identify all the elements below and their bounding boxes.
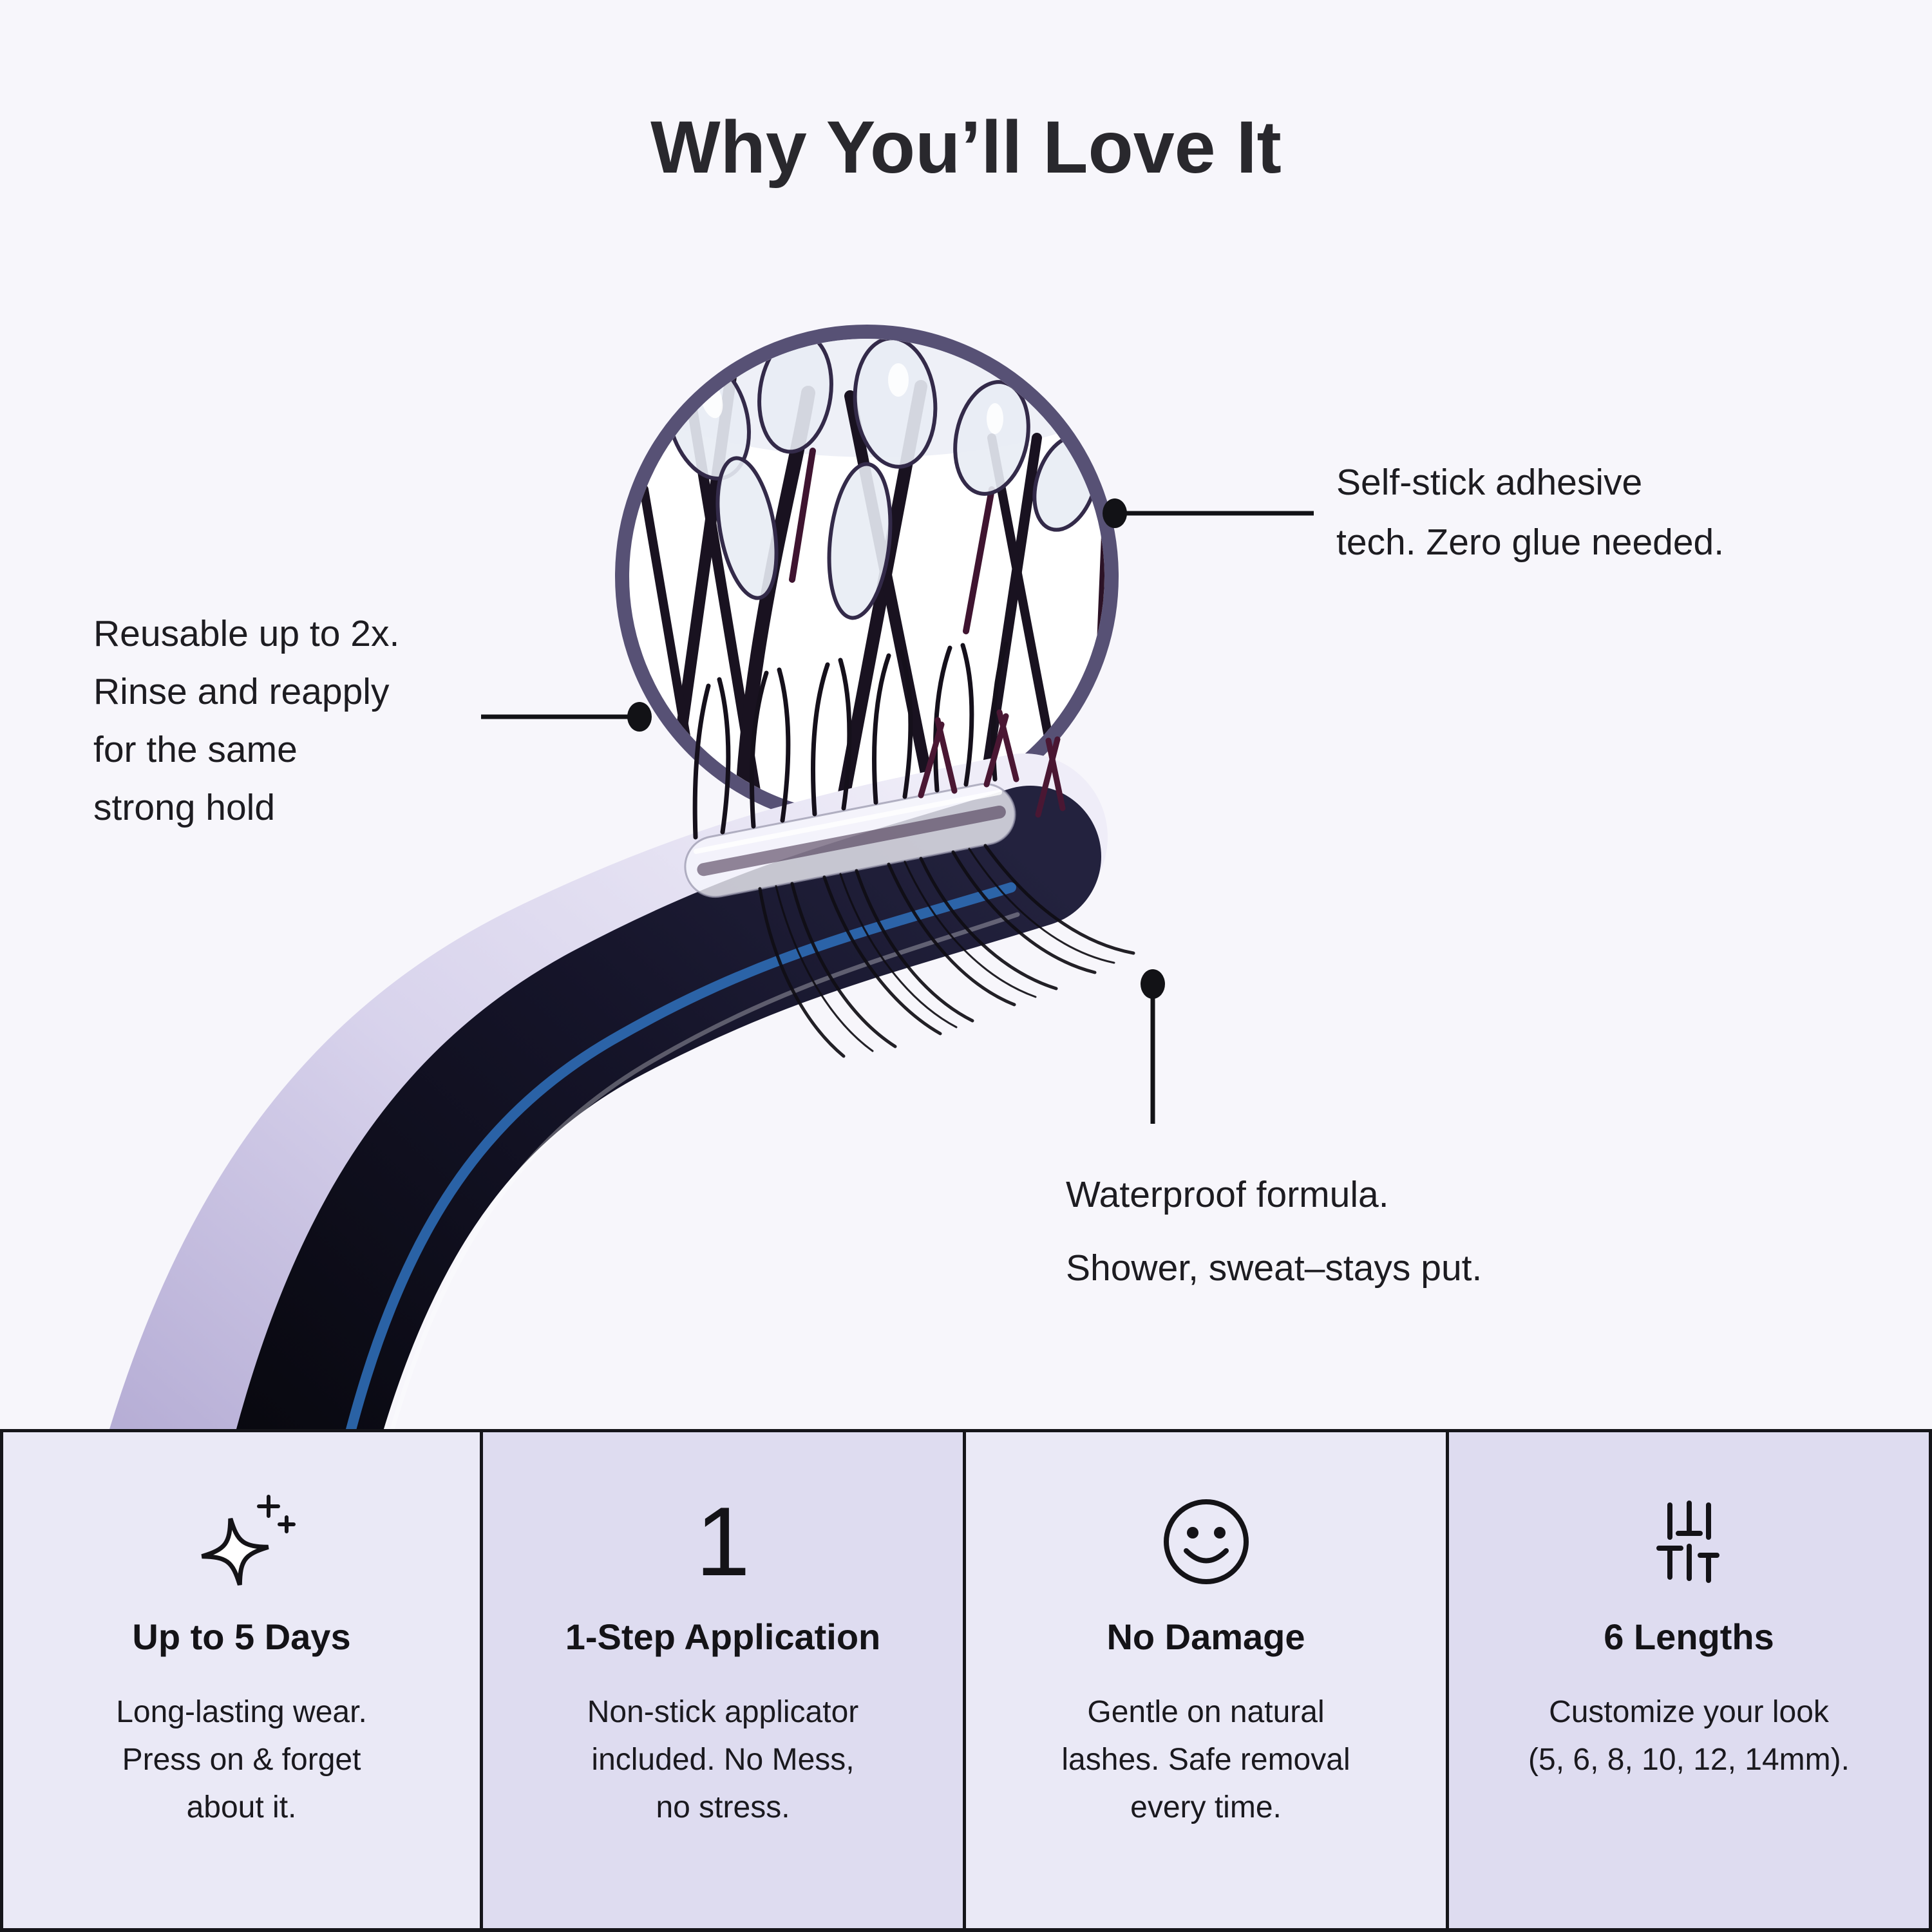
feature-body-line: Customize your look: [1549, 1695, 1829, 1729]
feature-body-line: included. No Mess,: [591, 1743, 855, 1777]
page-title: Why You’ll Love It: [650, 106, 1282, 189]
feature-body: Long-lasting wear. Press on & forget abo…: [116, 1689, 367, 1832]
tweezers: [77, 753, 1108, 1642]
lash-cluster-lower: [758, 844, 1135, 1058]
feature-cell-no-damage: No Damage Gentle on natural lashes. Safe…: [966, 1432, 1449, 1928]
callout-waterproof-line-2: Shower, sweat–stays put.: [1066, 1247, 1482, 1289]
feature-cell-1-step-application: 1 1-Step Application Non-stick applicato…: [483, 1432, 966, 1928]
reusable-callout-dot: [627, 702, 652, 732]
callout-reusable: Reusable up to 2x. Rinse and reapply for…: [93, 605, 399, 837]
feature-body: Customize your look (5, 6, 8, 10, 12, 14…: [1528, 1689, 1850, 1784]
feature-title: No Damage: [1106, 1616, 1305, 1657]
callout-dots: [627, 498, 1165, 999]
sparkle-icon: [180, 1485, 303, 1598]
callout-adhesive-line-2: tech. Zero glue needed.: [1336, 522, 1725, 563]
one-glyph: 1: [696, 1486, 750, 1596]
callout-reusable-line-4: strong hold: [93, 787, 276, 828]
feature-body-line: about it.: [186, 1790, 297, 1824]
smiley-icon: [1151, 1485, 1261, 1598]
feature-title: 6 Lengths: [1604, 1616, 1774, 1657]
feature-body-line: lashes. Safe removal: [1061, 1743, 1350, 1777]
tweezer-blue-stripe: [317, 882, 1016, 1564]
feature-body: Gentle on natural lashes. Safe removal e…: [1061, 1689, 1350, 1832]
callout-connectors: [481, 511, 1314, 1124]
feature-panel: Up to 5 Days Long-lasting wear. Press on…: [0, 1429, 1932, 1932]
feature-body: Non-stick applicator included. No Mess, …: [587, 1689, 859, 1832]
tweezer-dark-body: [206, 786, 1101, 1636]
feature-title: 1-Step Application: [565, 1616, 881, 1657]
waterproof-callout-dot: [1141, 969, 1165, 999]
callout-waterproof-line-1: Waterproof formula.: [1066, 1174, 1389, 1215]
adhesive-callout-dot: [1103, 498, 1127, 528]
callout-reusable-line-3: for the same: [93, 729, 298, 770]
callout-reusable-line-2: Rinse and reapply: [93, 671, 390, 712]
feature-body-line: Long-lasting wear.: [116, 1695, 367, 1729]
callout-adhesive: Self-stick adhesive tech. Zero glue need…: [1336, 453, 1724, 573]
feature-body-line: Non-stick applicator: [587, 1695, 859, 1729]
feature-cell-up-to-5-days: Up to 5 Days Long-lasting wear. Press on…: [0, 1432, 483, 1928]
tweezer-glint: [358, 912, 1020, 1561]
callout-reusable-line-1: Reusable up to 2x.: [93, 613, 400, 654]
callout-waterproof: Waterproof formula. Shower, sweat–stays …: [1066, 1158, 1482, 1305]
lengths-icon: [1634, 1485, 1744, 1598]
feature-body-line: no stress.: [656, 1790, 790, 1824]
one-icon: 1: [696, 1485, 750, 1598]
lash-cluster-bases: [918, 709, 1066, 818]
applicator-tube: [684, 782, 1016, 898]
feature-body-line: Press on & forget: [122, 1743, 361, 1777]
feature-title: Up to 5 Days: [132, 1616, 351, 1657]
feature-body-line: Gentle on natural: [1087, 1695, 1325, 1729]
feature-cell-6-lengths: 6 Lengths Customize your look (5, 6, 8, …: [1449, 1432, 1932, 1928]
feature-body-line: every time.: [1130, 1790, 1282, 1824]
callout-adhesive-line-1: Self-stick adhesive: [1336, 462, 1643, 503]
lash-cluster-upper: [692, 641, 1009, 840]
feature-body-line: (5, 6, 8, 10, 12, 14mm).: [1528, 1743, 1850, 1777]
